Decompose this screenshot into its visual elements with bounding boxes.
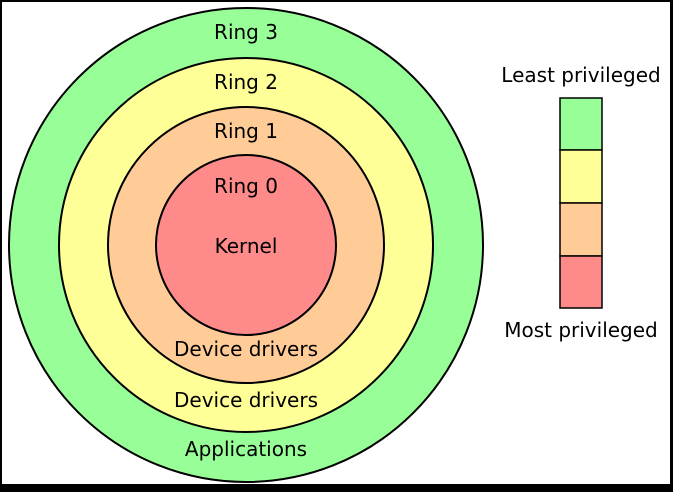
- ring-2-label: Ring 2: [214, 70, 278, 94]
- ring-3-content: Applications: [185, 437, 307, 461]
- ring-0-label: Ring 0: [214, 174, 278, 198]
- legend-swatch-most: [559, 255, 603, 309]
- legend-swatch-high: [559, 202, 603, 257]
- legend-top-label: Least privileged: [501, 63, 660, 87]
- ring-0-circle: [155, 154, 337, 336]
- ring-1-label: Ring 1: [214, 119, 278, 143]
- privilege-scale: [559, 97, 603, 309]
- legend-bottom-label: Most privileged: [504, 318, 658, 342]
- ring-2-content: Device drivers: [174, 388, 318, 412]
- ring-0-content: Kernel: [215, 234, 278, 258]
- legend-swatch-least: [559, 97, 603, 151]
- ring-3-label: Ring 3: [214, 20, 278, 44]
- ring-1-content: Device drivers: [174, 337, 318, 361]
- legend-swatch-low: [559, 149, 603, 204]
